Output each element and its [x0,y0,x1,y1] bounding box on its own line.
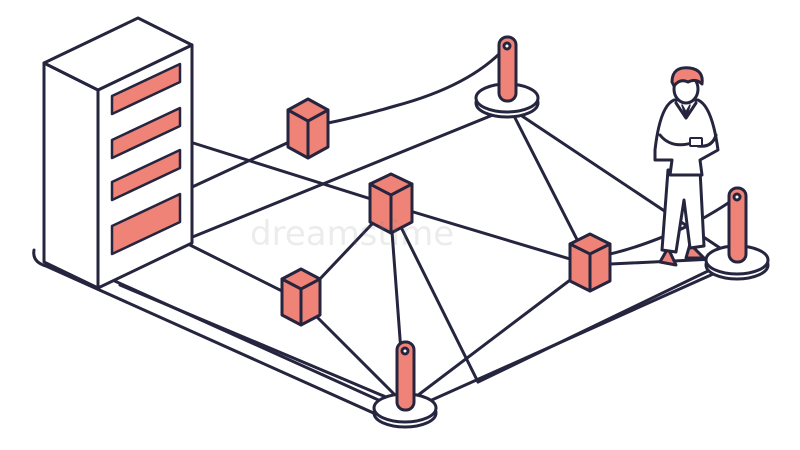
data-cube-icon [368,172,414,235]
person-with-phone-icon [653,66,720,267]
stanchion-post-icon [704,186,770,281]
network-links [118,106,737,407]
stanchion-post-icon [474,35,540,119]
data-cube-icon [286,97,330,160]
data-cube-icon [280,267,322,327]
data-cube-icon [568,232,612,293]
watermark-text: dreamstime [250,214,454,254]
server-rack-icon [42,16,194,290]
stanchion-post-icon [372,340,438,429]
